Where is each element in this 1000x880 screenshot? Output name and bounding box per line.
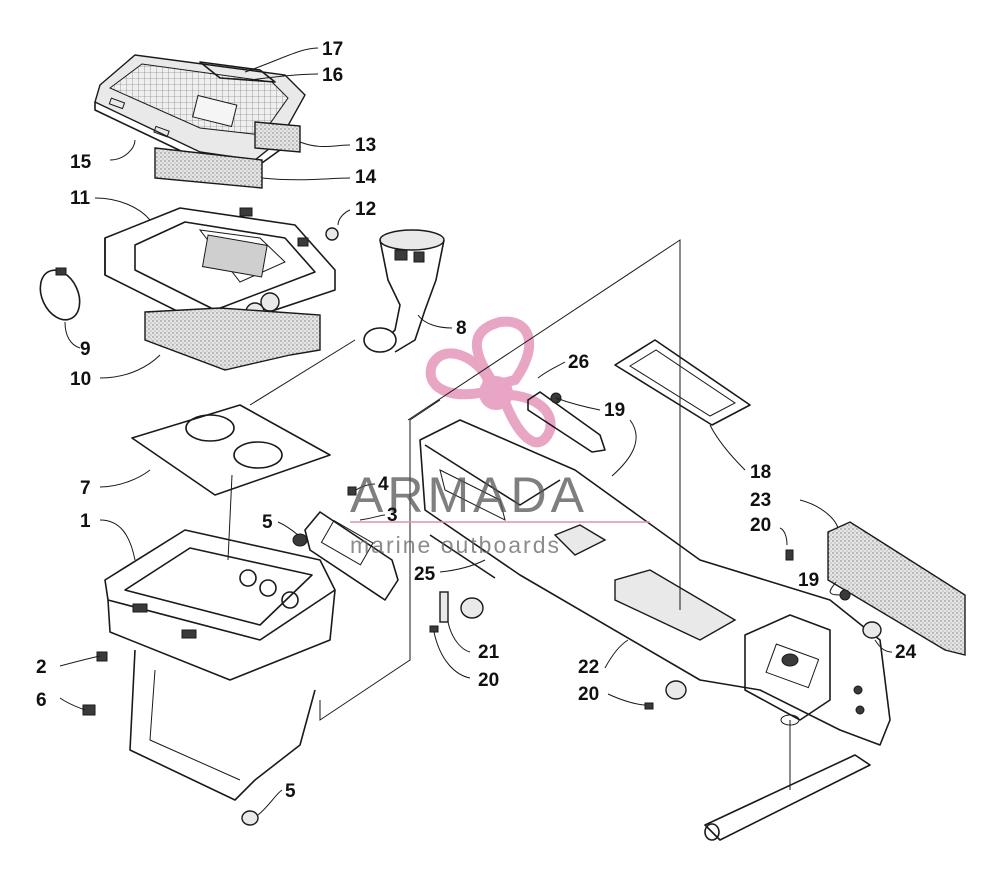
callout-8: 8 xyxy=(456,318,467,339)
leader-lines xyxy=(59,47,893,816)
callout-20-left: 20 xyxy=(478,670,499,691)
callout-20-mid: 20 xyxy=(578,684,599,705)
watermark-tagline: marine outboards xyxy=(350,532,561,558)
callout-21: 21 xyxy=(478,642,500,663)
callout-18: 18 xyxy=(750,462,771,483)
callout-14: 14 xyxy=(355,167,377,188)
part-6-clip xyxy=(82,704,96,716)
callout-2: 2 xyxy=(36,657,47,678)
callout-20-right: 20 xyxy=(750,515,771,536)
reference-line-18 xyxy=(407,239,681,610)
part-21-strip xyxy=(439,591,484,623)
drain-tube xyxy=(704,714,871,841)
callout-3: 3 xyxy=(387,505,398,526)
part-5-grommet-upper xyxy=(292,533,308,547)
part-18-gasket-frame xyxy=(614,339,751,426)
part-8-intake-boot xyxy=(363,229,445,353)
callout-12: 12 xyxy=(355,199,376,220)
part-14-foam-filter xyxy=(154,147,263,189)
reference-line-7 xyxy=(227,474,233,561)
callout-4: 4 xyxy=(378,474,389,495)
part-26-bracket xyxy=(527,391,606,453)
reference-line-8 xyxy=(249,339,356,406)
part-1-main-airbox xyxy=(104,399,441,801)
callout-15: 15 xyxy=(70,152,92,173)
part-10-foam-pad xyxy=(144,307,321,371)
callout-5-lower: 5 xyxy=(285,781,296,802)
callout-6: 6 xyxy=(36,690,47,711)
callout-23: 23 xyxy=(750,490,771,511)
part-20-screw-left xyxy=(429,625,439,633)
callout-26: 26 xyxy=(568,352,589,373)
callout-11: 11 xyxy=(70,188,91,209)
part-5-grommet-lower xyxy=(241,810,259,826)
callout-16: 16 xyxy=(322,65,343,86)
watermark-propeller-logo xyxy=(425,316,556,448)
part-7-gasket-plate xyxy=(131,404,331,496)
part-12-plug xyxy=(325,227,339,241)
part-20-screw-right xyxy=(785,549,794,561)
part-25-rod xyxy=(429,534,496,579)
callout-1: 1 xyxy=(80,511,91,532)
callout-17: 17 xyxy=(322,39,343,60)
callout-25: 25 xyxy=(414,564,436,585)
callout-13: 13 xyxy=(355,135,376,156)
callout-22: 22 xyxy=(578,657,599,678)
callout-5-upper: 5 xyxy=(262,512,273,533)
callout-19-upper: 19 xyxy=(604,400,625,421)
watermark-brand: ARMADA xyxy=(350,467,588,523)
part-13-foam-filter xyxy=(254,121,301,153)
part-15-top-cover xyxy=(94,54,306,169)
callout-9: 9 xyxy=(80,339,91,360)
callout-24: 24 xyxy=(895,642,917,663)
part-3-flange-plate xyxy=(304,511,399,601)
callout-10: 10 xyxy=(70,369,91,390)
washer xyxy=(665,680,687,700)
part-19-nut-right xyxy=(839,589,851,601)
part-4-bolt xyxy=(347,486,357,496)
callout-7: 7 xyxy=(80,478,91,499)
part-16-label-plate xyxy=(199,61,276,83)
part-20-screw-mid xyxy=(644,702,654,710)
part-23-foam-block xyxy=(827,521,966,656)
part-22-intake-duct xyxy=(419,419,891,746)
callout-19-right: 19 xyxy=(798,570,819,591)
part-9-hose-clamp xyxy=(39,267,81,321)
part-24-cap xyxy=(862,621,882,639)
